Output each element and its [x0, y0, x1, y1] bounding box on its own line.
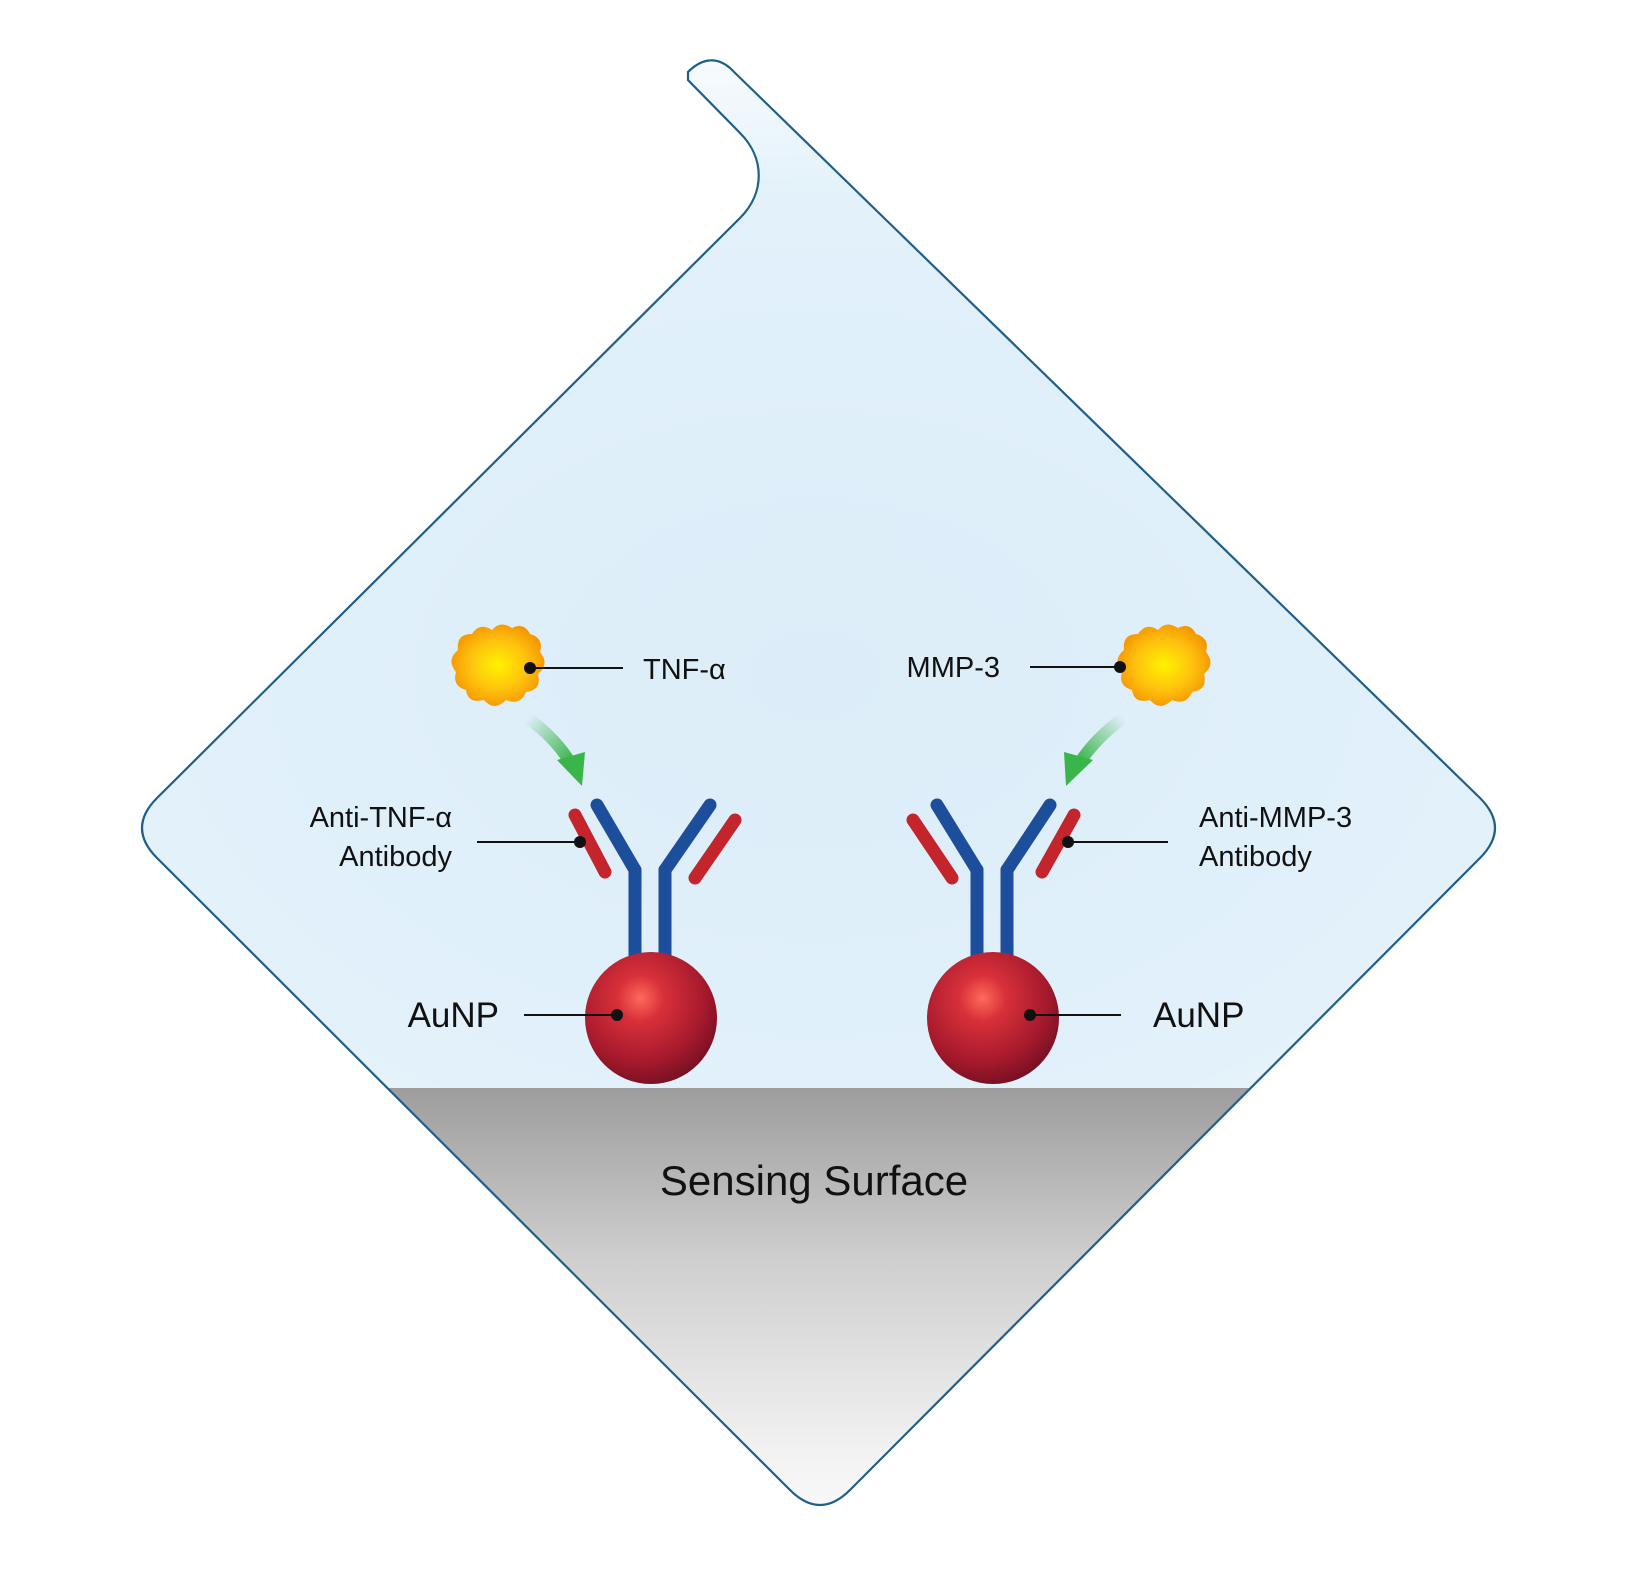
particle-label: AuNP — [408, 996, 499, 1035]
gold-nanoparticle-icon — [585, 952, 717, 1084]
antibody-leader-dot — [574, 836, 586, 848]
particle-leader-dot — [611, 1009, 623, 1021]
antibody-label-line2: Antibody — [1199, 841, 1312, 873]
right-assembly: MMP-3 Anti-MMP-3 Antibody AuNP — [906, 624, 1352, 1084]
chamber-outline — [141, 59, 1496, 1506]
antibody-label-line1: Anti-MMP-3 — [1199, 802, 1352, 834]
analyte-leader-dot — [524, 662, 536, 674]
left-assembly: TNF-α Anti-TNF-α Antibody AuNP — [310, 624, 742, 1084]
antibody-label-line1: Anti-TNF-α — [310, 802, 452, 834]
binding-arrow-icon — [522, 712, 585, 786]
analyte-label: MMP-3 — [907, 652, 1000, 684]
analyte-leader-dot — [1114, 661, 1126, 673]
analyte-label: TNF-α — [643, 654, 726, 686]
binding-arrow-icon — [1064, 712, 1129, 786]
protein-blob-icon — [1117, 624, 1211, 706]
antibody-leader-dot — [1062, 836, 1074, 848]
particle-leader-dot — [1024, 1009, 1036, 1021]
particle-label: AuNP — [1153, 996, 1244, 1035]
gold-nanoparticle-icon — [927, 952, 1059, 1084]
antibody-label-line2: Antibody — [339, 841, 452, 873]
sensing-surface-label: Sensing Surface — [660, 1157, 968, 1204]
y-antibody-icon — [906, 798, 1081, 965]
y-antibody-icon — [568, 798, 742, 965]
protein-blob-icon — [451, 624, 545, 706]
